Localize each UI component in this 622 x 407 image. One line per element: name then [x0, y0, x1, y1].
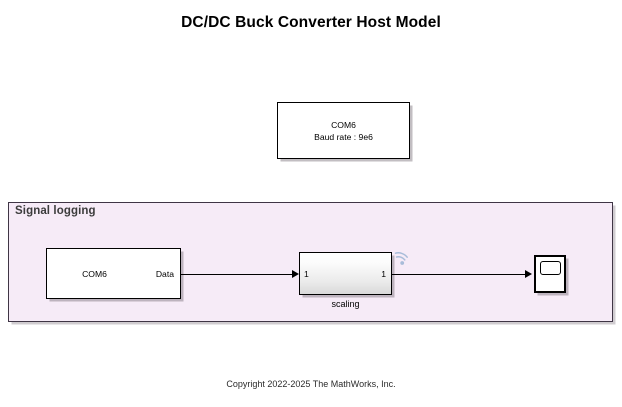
scope-screen-icon: [539, 260, 561, 275]
signal-logging-area-label: Signal logging: [15, 205, 96, 217]
serial-receive-output-port-label: Data: [155, 268, 174, 279]
signal-line-arrow-scope-input: [525, 270, 532, 278]
page-title: DC/DC Buck Converter Host Model: [181, 14, 441, 31]
scope-block[interactable]: [534, 255, 566, 293]
serial-receive-port-label: COM6: [82, 268, 107, 279]
scaling-block-caption: scaling: [331, 299, 360, 309]
scaling-output-port-label: 1: [381, 268, 386, 279]
signal-line-arrow-scaling-input: [292, 270, 299, 278]
scaling-input-port-label: 1: [304, 268, 309, 279]
signal-line-scaling-to-scope[interactable]: [392, 274, 526, 275]
copyright-text: Copyright 2022-2025 The MathWorks, Inc.: [226, 379, 396, 389]
serial-receive-block[interactable]: COM6 Data: [46, 248, 181, 299]
signal-line-receive-to-scaling[interactable]: [181, 274, 293, 275]
config-port-label: COM6: [331, 119, 356, 130]
config-baudrate-label: Baud rate : 9e6: [314, 131, 373, 142]
serial-configuration-block[interactable]: COM6 Baud rate : 9e6: [277, 102, 410, 159]
scaling-subsystem-block[interactable]: 1 1: [299, 252, 392, 295]
signal-logging-icon: [393, 250, 411, 270]
